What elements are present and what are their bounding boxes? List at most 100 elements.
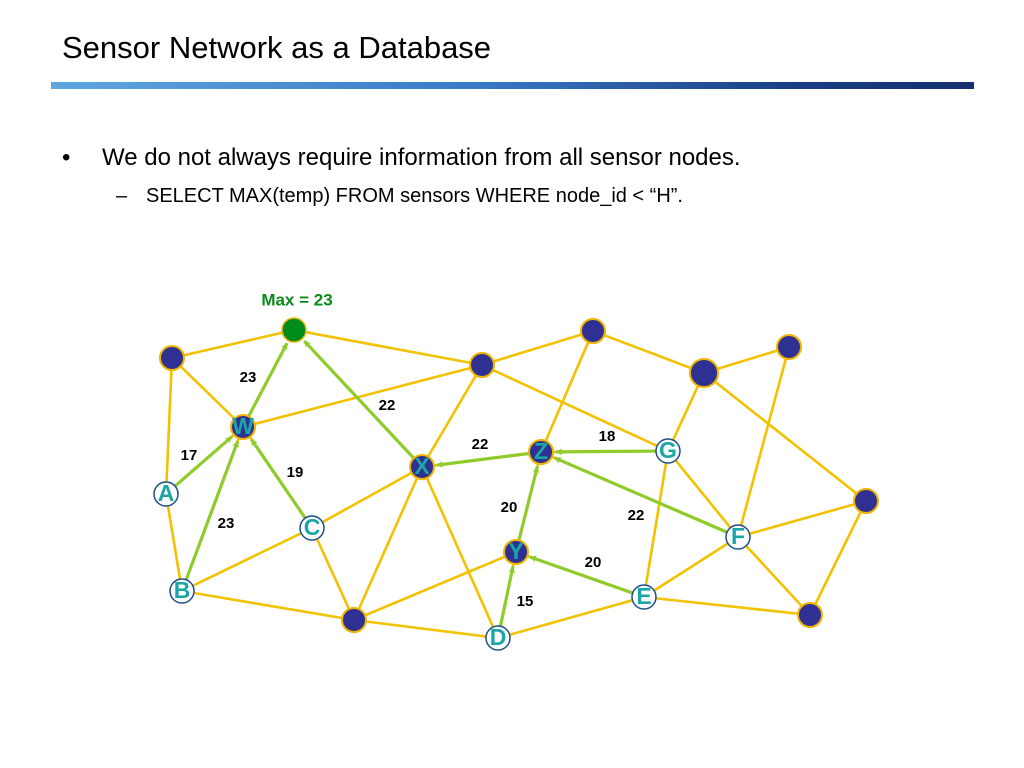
route-value-label: 23 (240, 369, 257, 386)
route-value-label: 20 (501, 499, 518, 516)
sensor-node-y: Y (503, 538, 529, 565)
network-link (311, 465, 423, 530)
network-link (539, 330, 595, 453)
route-arrow-w-to-root (244, 342, 289, 423)
sensor-node-dot (299, 515, 325, 541)
sensor-node-dot (169, 578, 195, 604)
node-letter-label: E (636, 583, 651, 609)
route-value-label: 18 (599, 428, 616, 445)
bullet-item: •We do not always require information fr… (62, 144, 741, 172)
sensor-node-n8 (853, 488, 879, 514)
route-arrow-d-to-y (497, 565, 516, 633)
network-link (181, 526, 313, 593)
sensor-node-n7 (797, 602, 823, 628)
network-link (642, 450, 670, 598)
sensor-node-dot (631, 584, 657, 610)
network-link (481, 329, 594, 367)
sensor-node-c: C (299, 514, 325, 541)
sensor-node-n2 (341, 607, 367, 633)
sensor-node-g: G (655, 437, 681, 464)
max-result-label: Max = 23 (261, 290, 332, 309)
sensor-node-dot (159, 345, 185, 371)
sensor-node-dot (485, 625, 511, 651)
route-value-label: 22 (379, 397, 396, 414)
sub-bullet-item: –SELECT MAX(temp) FROM sensors WHERE nod… (116, 185, 683, 208)
sensor-node-dot (580, 318, 606, 344)
sink-node-dot (281, 317, 307, 343)
title-divider-bar (51, 82, 974, 89)
route-value-label: 20 (585, 554, 602, 571)
node-letter-label: B (174, 577, 191, 603)
route-value-label: 23 (218, 515, 235, 532)
sensor-node-dot (853, 488, 879, 514)
sensor-node-n6 (776, 334, 802, 360)
route-value-label: 17 (181, 447, 198, 464)
node-letter-label: G (659, 437, 677, 463)
network-link (592, 329, 705, 375)
sensor-node-dot (797, 602, 823, 628)
sensor-node-dot (655, 438, 681, 464)
sensor-node-dot (689, 358, 719, 388)
network-link (420, 466, 500, 639)
network-link (353, 550, 517, 622)
node-letter-label: D (490, 624, 507, 650)
sensor-node-x: X (409, 453, 435, 480)
sub-bullet-mark: – (116, 185, 128, 207)
sensor-node-dot (503, 539, 529, 565)
sensor-node-dot (153, 481, 179, 507)
network-link (171, 328, 295, 360)
route-arrow-a-to-w (169, 435, 233, 492)
node-letter-label: W (232, 413, 254, 439)
sensor-node-n4 (580, 318, 606, 344)
slide-title: Sensor Network as a Database (62, 30, 492, 65)
node-letter-label: Y (508, 538, 523, 564)
network-link (497, 595, 645, 640)
network-link (643, 595, 811, 617)
network-link (737, 499, 867, 539)
sensor-node-dot (776, 334, 802, 360)
route-arrow-y-to-z (515, 465, 540, 547)
network-link (310, 527, 356, 621)
sensor-node-dot (230, 414, 256, 440)
route-value-label: 22 (472, 436, 489, 453)
network-link (352, 466, 424, 621)
sensor-node-w: W (230, 413, 256, 440)
sensor-node-e: E (631, 583, 657, 610)
sensor-node-n3 (469, 352, 495, 378)
route-arrow-c-to-w (250, 438, 310, 524)
route-arrow-g-to-z (555, 448, 663, 456)
route-arrow-z-to-x (436, 451, 536, 468)
sensor-node-dot (469, 352, 495, 378)
network-link (181, 589, 355, 622)
node-letter-label: A (158, 480, 175, 506)
network-link (164, 357, 174, 495)
sensor-node-n5 (689, 358, 719, 388)
node-letter-label: Z (534, 438, 548, 464)
sensor-node-f: F (725, 523, 751, 550)
sensor-node-a: A (153, 480, 179, 507)
route-value-label: 22 (628, 507, 645, 524)
sensor-node-dot (341, 607, 367, 633)
network-link (420, 364, 484, 468)
network-link (293, 328, 483, 367)
network-link (353, 618, 499, 640)
route-arrow-f-to-z (554, 456, 734, 537)
bullet-mark: • (62, 144, 71, 171)
sensor-node-dot (725, 524, 751, 550)
route-arrow-x-to-root (303, 339, 420, 464)
network-link (643, 535, 739, 599)
route-arrow-e-to-y (529, 555, 639, 597)
network-link (242, 363, 483, 429)
sensor-node-z: Z (528, 438, 554, 465)
network-link (736, 346, 791, 538)
sensor-node-n1 (159, 345, 185, 371)
root-sink-node (281, 317, 307, 343)
node-letter-label: X (414, 453, 430, 479)
sensor-node-b: B (169, 577, 195, 604)
network-link (666, 450, 740, 538)
network-link (703, 371, 867, 503)
node-letter-label: C (304, 514, 321, 540)
sensor-node-dot (528, 439, 554, 465)
network-link (737, 536, 811, 616)
